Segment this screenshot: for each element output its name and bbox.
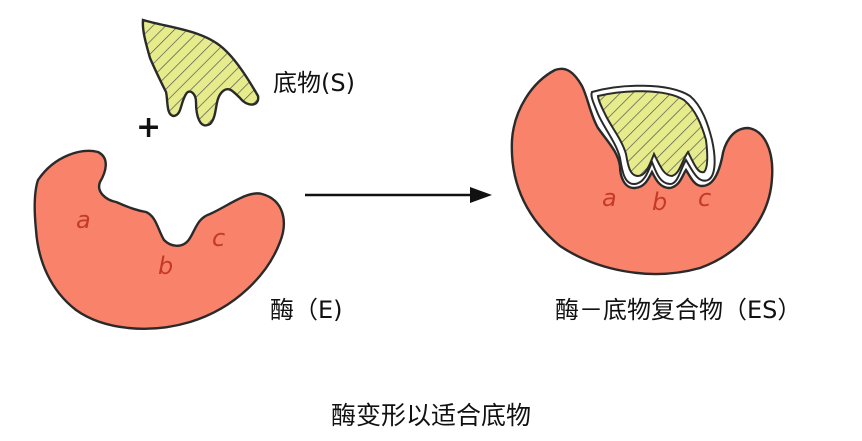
site-c-label: c — [212, 224, 225, 252]
complex-enzyme-shape — [510, 67, 774, 276]
complex-site-c-label: c — [698, 184, 711, 212]
reaction-arrow — [305, 187, 492, 203]
complex-site-b-label: b — [652, 188, 667, 216]
figure-caption: 酶变形以适合底物 — [330, 401, 531, 430]
substrate-label: 底物(S) — [273, 69, 355, 97]
complex-site-a-label: a — [602, 184, 617, 212]
enzyme-label: 酶（E) — [270, 296, 343, 324]
complex-label: 酶－底物复合物（ES） — [555, 296, 802, 324]
plus-sign: + — [136, 110, 162, 145]
substrate-shape — [141, 18, 260, 127]
complex-substrate-shape — [596, 90, 709, 178]
site-b-label: b — [158, 252, 173, 280]
enzyme-shape — [33, 149, 285, 330]
site-a-label: a — [76, 206, 91, 234]
